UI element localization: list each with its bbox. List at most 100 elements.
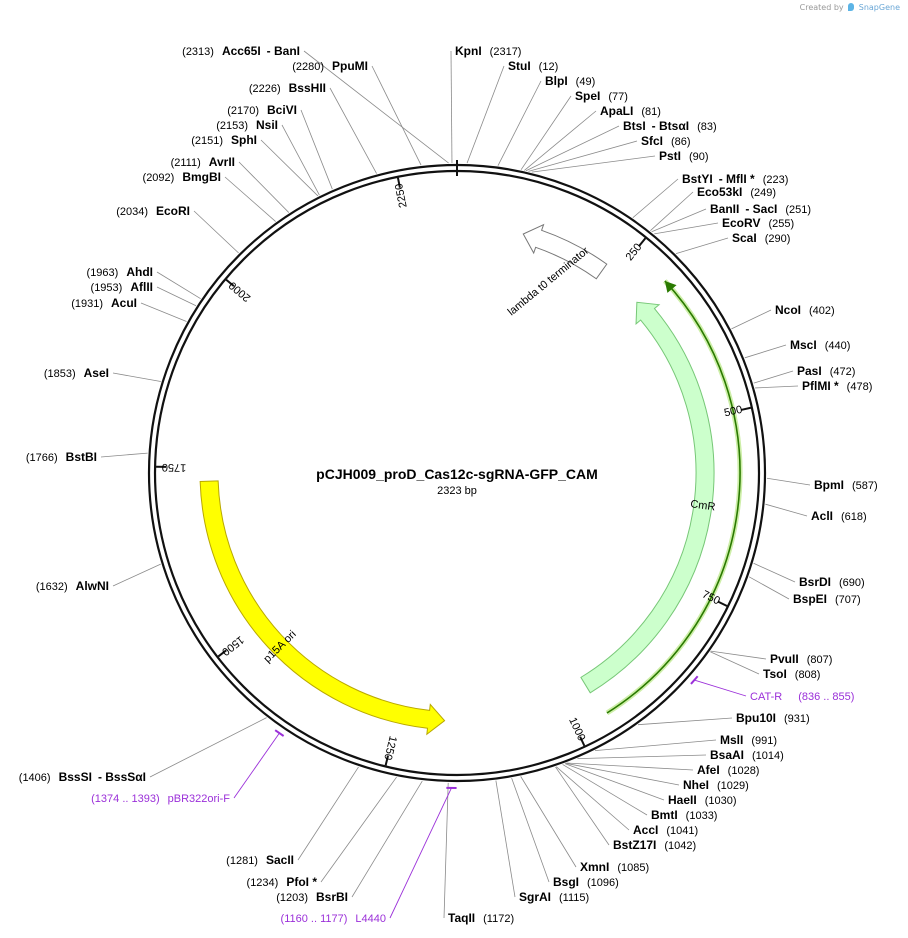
site-name: XmnI: [580, 860, 609, 874]
feature-arrow-lambda-t0-terminator: [522, 223, 608, 280]
site-position: (1953): [91, 282, 123, 294]
site-position: (290): [765, 233, 791, 245]
site-position: (440): [825, 340, 851, 352]
site-bsaai: BsaAI(1014): [577, 748, 784, 762]
site-bmti: BmtI(1033): [562, 764, 717, 822]
site-ecorv: EcoRV (255): [654, 216, 794, 235]
site-leader-line: [594, 739, 717, 752]
site-acui: AcuI(1931): [71, 296, 187, 322]
site-position: (1766): [26, 452, 58, 464]
snapgene-logo-icon: [848, 3, 855, 11]
site-btsi: BtsI- BtsαI(83): [525, 119, 717, 172]
site-leader-line: [654, 222, 719, 235]
site-position: (2092): [143, 172, 175, 184]
primer-leader-line: [233, 732, 280, 799]
site-name: BpmI: [814, 478, 844, 492]
primer-leader-line: [389, 787, 452, 919]
site-name: AflII: [130, 280, 153, 294]
site-leader-line: [577, 754, 707, 760]
tick-mark: [225, 278, 235, 287]
site-sacii: SacII(1281): [226, 766, 359, 867]
primer-name: pBR322ori-F: [168, 793, 231, 805]
site-acci: AccI(1041): [555, 766, 698, 837]
site-leader-line: [710, 650, 767, 660]
site-tsoi: TsoI(808): [710, 651, 820, 681]
site-leader-line: [748, 576, 790, 600]
site-nsii: NsiI(2153): [216, 118, 320, 196]
site-leader-line: [566, 762, 694, 771]
site-position: (1931): [71, 298, 103, 310]
site-leader-line: [531, 155, 656, 173]
site-name-2: - BssSαI: [98, 770, 146, 784]
tick-mark: [396, 177, 401, 188]
site-name: PfoI *: [286, 875, 317, 889]
site-position: (1963): [87, 267, 119, 279]
site-leader-line: [710, 651, 760, 675]
feature-arrow-cmr: [580, 301, 715, 694]
plasmid-length: 2323 bp: [437, 485, 477, 497]
site-name: Acc65I: [222, 44, 261, 58]
site-leader-line: [525, 125, 620, 172]
site-apali: ApaLI(81): [524, 104, 661, 171]
site-leader-line: [303, 50, 449, 164]
site-bcivi: BciVI(2170): [227, 103, 333, 190]
site-name: PflMI *: [802, 379, 839, 393]
site-ncoi: NcoI(402): [731, 303, 835, 330]
site-leader-line: [755, 385, 799, 389]
site-position: (1406): [19, 772, 51, 784]
site-position: (2111): [171, 157, 201, 169]
site-name: TaqII: [448, 911, 475, 925]
primer-mark: [274, 729, 285, 737]
site-position: (49): [576, 76, 596, 88]
site-leader-line: [320, 776, 397, 883]
orf-line: [606, 280, 741, 714]
site-position: (1115): [559, 892, 589, 904]
site-position: (223): [763, 174, 789, 186]
site-name: HaeII: [668, 793, 697, 807]
site-name-2: - SacI: [745, 202, 777, 216]
site-name: SpeI: [575, 89, 600, 103]
tick-mark: [217, 649, 227, 658]
site-sgrai: SgrAI(1115): [495, 780, 589, 904]
site-leader-line: [731, 309, 772, 330]
site-name: PstI: [659, 149, 681, 163]
site-name: BssHII: [289, 81, 326, 95]
site-leader-line: [156, 286, 197, 307]
site-leader-line: [528, 140, 638, 172]
site-avrii: AvrII(2111): [171, 155, 290, 213]
feature-label-cmr: CmR: [690, 498, 716, 513]
site-name-2: - BtsαI: [652, 119, 689, 133]
site-position: (83): [697, 121, 717, 133]
site-name: StuI: [508, 59, 531, 73]
site-pfoi: PfoI *(1234): [247, 776, 397, 889]
site-position: (86): [671, 136, 691, 148]
site-leader-line: [565, 762, 680, 786]
site-leader-line: [524, 110, 597, 171]
site-name-2: - BanI: [267, 44, 300, 58]
site-name: MscI: [790, 338, 817, 352]
site-position: (255): [768, 218, 794, 230]
site-position: (1028): [728, 765, 760, 777]
site-name: BmtI: [651, 808, 678, 822]
site-name: AclI: [811, 509, 833, 523]
site-leader-line: [149, 717, 267, 778]
site-leader-line: [297, 766, 359, 861]
site-name: EcoRV: [722, 216, 760, 230]
feature-arrow-p15a-ori: [199, 480, 446, 736]
site-position: (1172): [483, 913, 514, 925]
site-nhei: NheI(1029): [565, 762, 749, 792]
site-leader-line: [224, 176, 276, 222]
site-position: (2151): [191, 135, 223, 147]
site-leader-line: [632, 178, 679, 219]
tick-label: 1500: [219, 633, 246, 657]
site-ecori: EcoRI(2034): [116, 204, 239, 254]
site-bsshii: BssHII(2226): [249, 81, 377, 174]
site-name: BsrDI: [799, 575, 831, 589]
site-blpi: BlpI(49): [497, 74, 596, 166]
site-name: AlwNI: [76, 579, 109, 593]
site-ahdi: AhdI(1963): [87, 265, 201, 300]
site-position: (1281): [226, 855, 258, 867]
site-leader-line: [466, 65, 505, 164]
site-eco53ki: Eco53kI(249): [650, 185, 776, 231]
